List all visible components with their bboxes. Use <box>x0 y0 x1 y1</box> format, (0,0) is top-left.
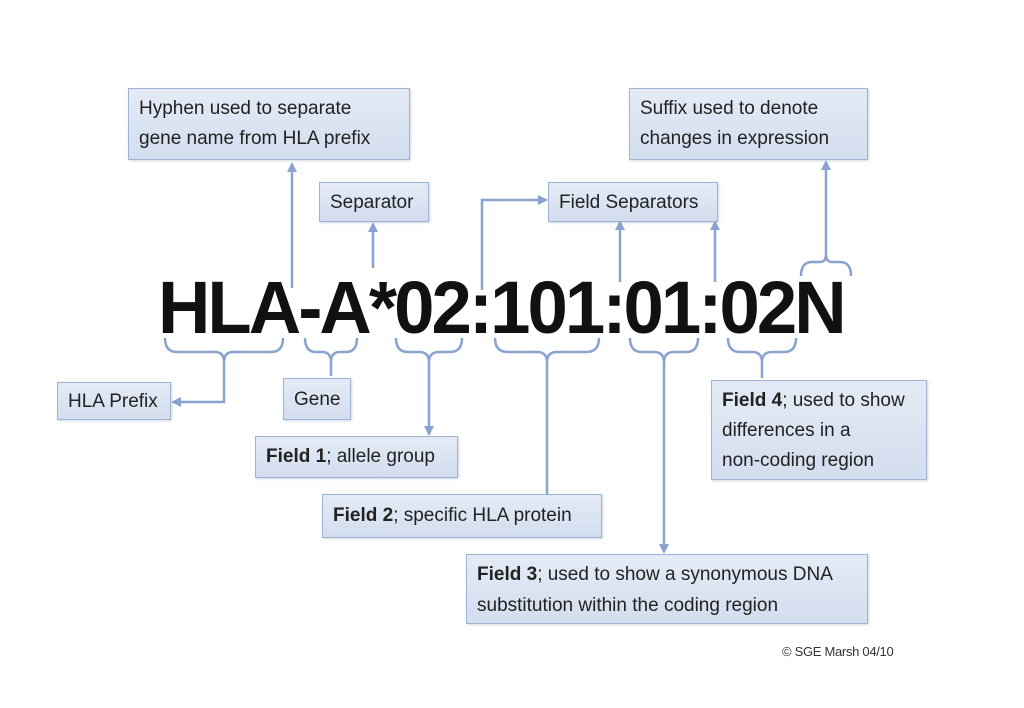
gene-box: Gene <box>283 378 351 420</box>
field-separators-box: Field Separators <box>548 182 718 222</box>
separator-box: Separator <box>319 182 429 222</box>
gene-label: Gene <box>294 388 341 410</box>
hla-prefix-label: HLA Prefix <box>68 390 158 412</box>
suffix-note-line2: changes in expression <box>640 128 830 149</box>
field2-box: Field 2; specific HLA protein <box>322 494 602 538</box>
field3-text-line1: ; used to show a synonymous DNA <box>537 564 833 585</box>
suffix-note-line1: Suffix used to denote <box>640 98 819 119</box>
field4-text-line1: ; used to show <box>782 390 905 411</box>
field3-title: Field 3 <box>477 564 538 585</box>
field2-title: Field 2 <box>333 505 394 526</box>
field-separators-label: Field Separators <box>559 191 699 213</box>
field1-title: Field 1 <box>266 446 327 467</box>
hla-allele-name: HLA-A*02:101:01:02N <box>158 266 847 349</box>
field4-text-line3: non-coding region <box>722 450 875 471</box>
hyphen-note-line2: gene name from HLA prefix <box>139 128 371 149</box>
field-separator-arrow-1 <box>480 195 548 290</box>
field4-title: Field 4 <box>722 390 783 411</box>
suffix-note-box: Suffix used to denote changes in express… <box>629 88 868 160</box>
field4-text-line2: differences in a <box>722 420 851 441</box>
field4-box: Field 4; used to show differences in a n… <box>711 380 927 480</box>
field3-text-line2: substitution within the coding region <box>477 595 779 616</box>
field2-text: ; specific HLA protein <box>393 505 572 526</box>
hla-prefix-box: HLA Prefix <box>57 382 171 420</box>
hyphen-note-box: Hyphen used to separate gene name from H… <box>128 88 410 160</box>
copyright-notice: © SGE Marsh 04/10 <box>782 644 894 659</box>
field3-box: Field 3; used to show a synonymous DNA s… <box>466 554 868 624</box>
field1-text: ; allele group <box>326 446 435 467</box>
hyphen-note-line1: Hyphen used to separate <box>139 98 352 119</box>
hla-prefix-arrow <box>171 362 226 407</box>
field1-box: Field 1; allele group <box>255 436 458 478</box>
separator-label: Separator <box>330 191 414 213</box>
